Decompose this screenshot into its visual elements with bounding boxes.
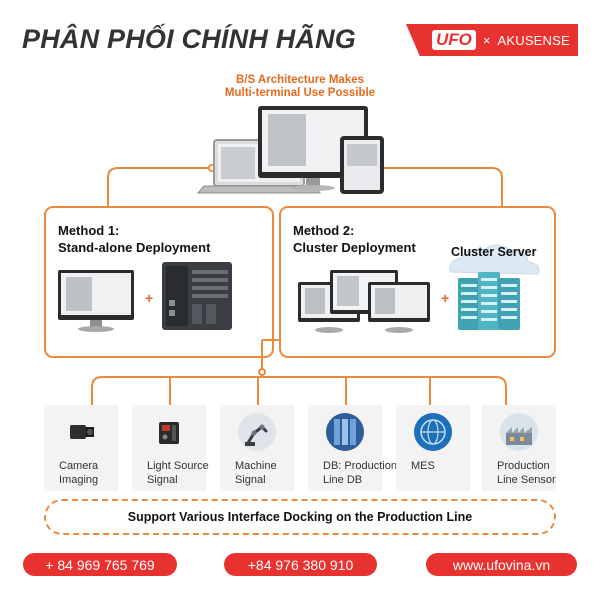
phone1-badge[interactable]: + 84 969 765 769 — [23, 553, 177, 576]
card-mes: MES — [396, 405, 470, 491]
card-production-line-sensor: Production Line Sensor — [482, 405, 556, 491]
card-label-line2: Signal — [147, 474, 178, 486]
card-label-line1: Machine — [235, 460, 277, 472]
method2-title-line2: Cluster Deployment — [293, 240, 416, 255]
method2-title-line1: Method 2: — [293, 223, 355, 238]
card-label-line1: Light Source — [147, 460, 209, 472]
ufo-logo: UFO — [432, 30, 476, 50]
architecture-title-line2: Multi-terminal Use Possible — [224, 87, 376, 99]
card-label-line1: DB: Production — [323, 460, 397, 472]
phone2-badge[interactable]: +84 976 380 910 — [224, 553, 377, 576]
interface-cards: Camera Imaging Light Source Signal Machi… — [44, 405, 556, 491]
card-label-line2: Line DB — [323, 474, 363, 486]
method1-panel: Method 1: Stand-alone Deployment — [44, 206, 274, 358]
svg-text:+: + — [441, 290, 449, 306]
method2-title: Method 2: Cluster Deployment — [293, 222, 416, 256]
card-light-source-signal: Light Source Signal — [132, 405, 209, 491]
server-rack-icon — [458, 272, 520, 330]
svg-text:+: + — [145, 290, 153, 306]
support-banner: Support Various Interface Docking on the… — [44, 499, 556, 535]
card-label-line2: Line Sensor — [497, 474, 556, 486]
method2-panel: Method 2: Cluster Deployment Cluster Ser… — [279, 206, 556, 358]
cloud-icon — [449, 244, 540, 275]
card-production-line-db: DB: Production Line DB — [308, 405, 397, 491]
method1-title-line2: Stand-alone Deployment — [58, 240, 211, 255]
card-label-line2: Signal — [235, 474, 266, 486]
card-label: DB: Production Line DB — [308, 459, 398, 487]
cluster-server-label: Cluster Server — [451, 245, 537, 259]
architecture-title-line1: B/S Architecture Makes — [235, 74, 365, 86]
partner-name: AKUSENSE — [497, 32, 570, 48]
card-camera-imaging: Camera Imaging — [44, 405, 118, 491]
method1-title: Method 1: Stand-alone Deployment — [58, 222, 210, 256]
monitor-icon — [58, 270, 134, 332]
method1-title-line1: Method 1: — [58, 223, 120, 238]
brand-badge: UFO × AKUSENSE — [406, 24, 578, 56]
card-label: Machine Signal — [220, 459, 310, 487]
card-label: Production Line Sensor — [482, 459, 572, 487]
database-icon — [326, 413, 364, 451]
light-controller-icon — [150, 413, 188, 451]
monitor-cluster-icon — [298, 270, 430, 333]
page-headline: PHÂN PHỐI CHÍNH HÃNG — [22, 24, 357, 54]
camera-icon — [62, 413, 100, 451]
card-label-line1: Production — [497, 460, 550, 472]
card-label: MES — [396, 459, 486, 473]
card-label: Camera Imaging — [44, 459, 134, 487]
website-badge[interactable]: www.ufovina.vn — [426, 553, 577, 576]
robot-arm-icon — [238, 413, 276, 451]
brand-separator: × — [482, 32, 491, 48]
architecture-title: B/S Architecture Makes Multi-terminal Us… — [190, 74, 410, 100]
card-machine-signal: Machine Signal — [220, 405, 294, 491]
industrial-pc-icon — [162, 262, 232, 330]
card-label-line1: Camera — [59, 460, 99, 472]
card-label-line2: Imaging — [59, 474, 99, 486]
globe-icon — [414, 413, 452, 451]
card-label-line1: MES — [411, 460, 435, 472]
tablet-icon — [340, 136, 384, 194]
factory-icon — [500, 413, 538, 451]
card-label: Light Source Signal — [132, 459, 222, 487]
